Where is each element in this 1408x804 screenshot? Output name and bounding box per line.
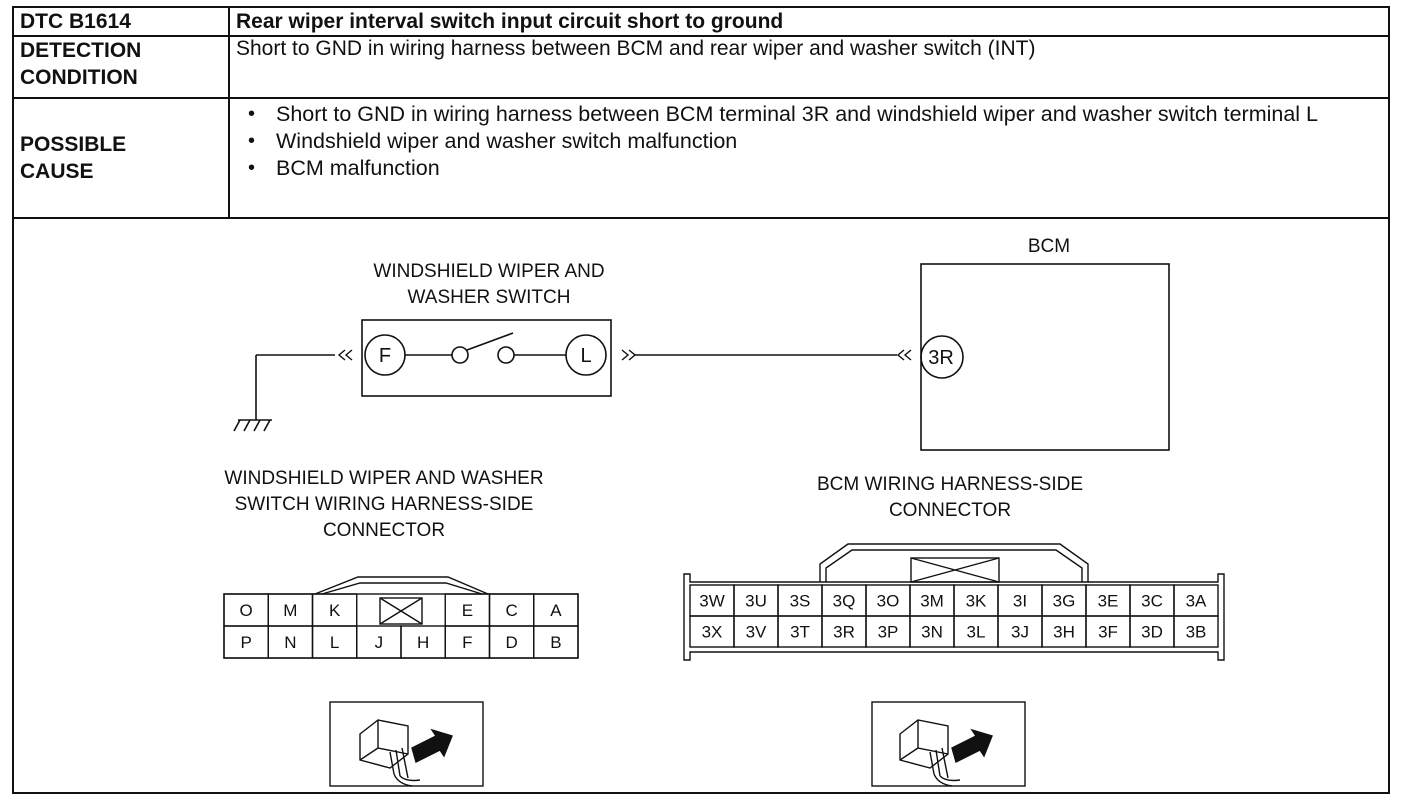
cause-item: Short to GND in wiring harness between B… — [248, 101, 1382, 128]
harness-connector-view-icon — [899, 719, 961, 787]
connector-pin-label: D — [505, 633, 517, 652]
bcm-connector-body — [683, 573, 1225, 661]
bcm-connector — [683, 543, 1225, 661]
switch-connector-title-line-2: SWITCH WIRING HARNESS-SIDE — [235, 494, 534, 515]
cause-item: Windshield wiper and washer switch malfu… — [248, 128, 1382, 155]
dtc-row: DTC B1614 Rear wiper interval switch inp… — [12, 6, 1390, 37]
connector-pin-label: 3C — [1141, 592, 1163, 611]
dtc-table: DTC B1614 Rear wiper interval switch inp… — [12, 6, 1390, 219]
dtc-code: DTC B1614 — [12, 6, 230, 37]
switch-box — [361, 319, 612, 397]
terminal-f-label: F — [379, 345, 391, 367]
connector-pin-label: L — [330, 633, 339, 652]
connector-pin-label: H — [417, 633, 429, 652]
connector-pin-label: 3D — [1141, 623, 1163, 642]
connector-pin-label: N — [284, 633, 296, 652]
detection-label: DETECTION CONDITION — [12, 35, 230, 99]
switch-connector-title-line-3: CONNECTOR — [323, 520, 445, 541]
switch-title-line-1: WINDSHIELD WIPER AND — [373, 261, 604, 282]
connector-pin-label: 3A — [1186, 592, 1207, 611]
connector-pin-label: 3R — [833, 623, 855, 642]
cause-item: BCM malfunction — [248, 155, 1382, 182]
detection-label-line-1: DETECTION — [20, 39, 142, 62]
connector-pin-label: M — [283, 601, 297, 620]
connector-arrows — [337, 349, 912, 361]
switch-connector-view-frame — [329, 701, 484, 787]
connector-pin-label: C — [505, 601, 517, 620]
cause-list-cell: Short to GND in wiring harness between B… — [228, 97, 1390, 219]
blank-pin-marker — [910, 557, 1000, 583]
bcm-title: BCM — [1028, 236, 1070, 257]
view-direction-arrow-icon — [411, 728, 453, 764]
detection-row: DETECTION CONDITION Short to GND in wiri… — [12, 35, 1390, 99]
connector-pin-label: 3S — [790, 592, 811, 611]
cause-label-line-2: CAUSE — [20, 160, 94, 183]
outer-frame — [12, 6, 1390, 794]
connector-pin-label: A — [550, 601, 562, 620]
connector-pin-label: 3U — [745, 592, 767, 611]
connector-pin-cell — [1173, 615, 1219, 648]
dtc-title: Rear wiper interval switch input circuit… — [228, 6, 1390, 37]
terminal-l-label: L — [580, 345, 591, 367]
bcm-connector-title-line-1: BCM WIRING HARNESS-SIDE — [817, 474, 1083, 495]
bcm-box — [920, 263, 1170, 451]
switch-contact-left — [451, 346, 469, 364]
connector-pin-label: E — [462, 601, 473, 620]
connector-pin-label: P — [240, 633, 251, 652]
connector-pin-label: 3O — [877, 592, 900, 611]
blank-pin-marker — [379, 597, 423, 625]
arrow-icon — [337, 349, 353, 361]
connector-pin-label: 3X — [702, 623, 723, 642]
connector-pin-label: 3J — [1011, 623, 1029, 642]
cause-label-line-1: POSSIBLE — [20, 133, 127, 156]
connector-pin-label: J — [375, 633, 384, 652]
cause-list: Short to GND in wiring harness between B… — [236, 99, 1382, 182]
connector-pin-label: 3K — [966, 592, 987, 611]
connector-pin-label: 3Q — [833, 592, 856, 611]
connector-pin-label: 3T — [790, 623, 810, 642]
switch-blade — [466, 332, 514, 351]
connector-pin-label: O — [240, 601, 253, 620]
connector-pin-label: 3I — [1013, 592, 1027, 611]
bcm-connector-title-line-2: CONNECTOR — [889, 500, 1011, 521]
cause-label: POSSIBLE CAUSE — [12, 97, 230, 219]
connector-pin-label: 3M — [920, 592, 944, 611]
terminal-3r-circle — [920, 335, 964, 379]
connector-pin-label: 3B — [1186, 623, 1207, 642]
connector-pin-label: 3H — [1053, 623, 1075, 642]
harness-connector-view-icon — [359, 719, 421, 787]
connector-pin-label: 3F — [1098, 623, 1118, 642]
connector-pin-label: F — [462, 633, 472, 652]
arrow-icon — [621, 349, 637, 361]
connector-pin-label: 3P — [878, 623, 899, 642]
connector-pin-label: 3E — [1098, 592, 1119, 611]
cause-row: POSSIBLE CAUSE Short to GND in wiring ha… — [12, 97, 1390, 219]
connector-pin-label: 3G — [1053, 592, 1076, 611]
switch-connector-latch — [314, 576, 489, 595]
connector-pin-label: 3N — [921, 623, 943, 642]
switch-title-line-2: WASHER SWITCH — [408, 287, 571, 308]
connector-pin-label: 3V — [746, 623, 767, 642]
arrow-icon — [896, 349, 912, 361]
connector-pin-label: 3W — [699, 592, 725, 611]
view-direction-arrow-icon — [951, 728, 993, 764]
switch-connector — [223, 576, 579, 659]
terminal-3r-label: 3R — [928, 347, 954, 369]
bcm-connector-latch — [819, 543, 1089, 582]
detection-label-line-2: CONDITION — [20, 66, 138, 89]
connector-pin-label: 3L — [967, 623, 986, 642]
switch-connector-title-line-1: WINDSHIELD WIPER AND WASHER — [224, 468, 543, 489]
ground-icon — [233, 419, 272, 432]
connector-pin-label: B — [550, 633, 561, 652]
connector-pin-label: K — [329, 601, 341, 620]
connector-pin-cell — [533, 625, 579, 659]
switch-contact-right — [497, 346, 515, 364]
detection-text: Short to GND in wiring harness between B… — [228, 35, 1390, 99]
